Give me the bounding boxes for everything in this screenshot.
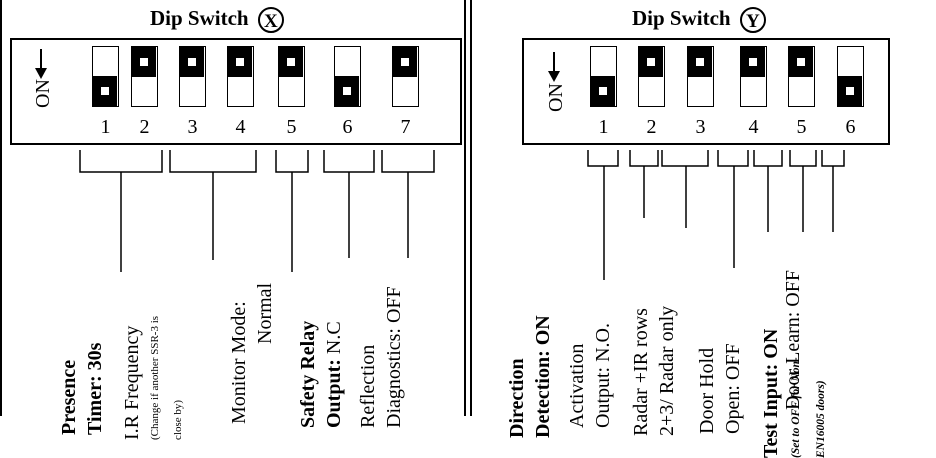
switch-number: 1 xyxy=(100,116,111,138)
switch-y-4[interactable] xyxy=(740,46,767,107)
switch-number: 5 xyxy=(796,116,807,138)
switch-number: 3 xyxy=(695,116,706,138)
switch-number: 3 xyxy=(187,116,198,138)
switch-knob xyxy=(688,47,712,77)
switch-x-3[interactable] xyxy=(179,46,206,107)
dip-switch-x-title-text: Dip Switch xyxy=(150,6,249,30)
switch-number: 2 xyxy=(139,116,150,138)
switch-knob xyxy=(393,47,417,77)
switch-x-6[interactable] xyxy=(334,46,361,107)
switch-knob xyxy=(789,47,813,77)
on-arrow-head-icon xyxy=(35,68,47,79)
switch-knob xyxy=(639,47,663,77)
switch-x-1[interactable] xyxy=(92,46,119,107)
on-arrow-head-icon xyxy=(548,71,560,82)
on-arrow-icon xyxy=(40,49,42,71)
switch-knob xyxy=(838,76,862,106)
switch-knob xyxy=(591,76,615,106)
dip-switch-y-title: Dip Switch Y xyxy=(632,6,766,34)
switch-knob xyxy=(228,47,252,77)
switch-y-5[interactable] xyxy=(788,46,815,107)
switch-knob xyxy=(180,47,204,77)
dip-switch-y-badge: Y xyxy=(739,7,766,34)
label-ir-frequency: I.R Frequency(Change if another SSR-3 is… xyxy=(121,315,184,440)
switch-x-2[interactable] xyxy=(131,46,158,107)
switch-number: 4 xyxy=(235,116,246,138)
switch-number: 2 xyxy=(646,116,657,138)
switch-knob xyxy=(335,76,359,106)
switch-y-6[interactable] xyxy=(837,46,864,107)
switch-knob xyxy=(93,76,117,106)
dip-switch-x-title: Dip Switch X xyxy=(150,6,284,34)
dip-switch-y-brackets xyxy=(587,150,845,280)
dip-switch-x-badge: X xyxy=(257,7,284,34)
switch-knob xyxy=(741,47,765,77)
switch-y-2[interactable] xyxy=(638,46,665,107)
switch-y-3[interactable] xyxy=(687,46,714,107)
switch-number: 5 xyxy=(286,116,297,138)
dip-switch-x-panel: Dip Switch X ON 1 2 3 4 5 6 7 xyxy=(0,0,466,440)
switch-number: 1 xyxy=(598,116,609,138)
switch-number: 6 xyxy=(845,116,856,138)
dip-switch-x-brackets xyxy=(79,150,435,272)
switch-x-4[interactable] xyxy=(227,46,254,107)
switch-number: 4 xyxy=(748,116,759,138)
switch-knob xyxy=(132,47,156,77)
switch-number: 7 xyxy=(400,116,411,138)
switch-y-1[interactable] xyxy=(590,46,617,107)
switch-x-5[interactable] xyxy=(278,46,305,107)
label-test-input: Test Input: ON(Set to OFF for Non-EN1600… xyxy=(760,328,827,458)
label-monitor-mode: Monitor Mode:Normal xyxy=(228,282,276,424)
switch-x-7[interactable] xyxy=(392,46,419,107)
switch-number: 6 xyxy=(342,116,353,138)
dip-switch-x-housing xyxy=(10,38,462,145)
on-arrow-icon xyxy=(553,52,555,74)
dip-switch-y-panel: Dip Switch Y ON 1 2 3 4 5 6 xyxy=(470,0,936,458)
switch-knob xyxy=(279,47,303,77)
dip-switch-y-title-text: Dip Switch xyxy=(632,6,731,30)
